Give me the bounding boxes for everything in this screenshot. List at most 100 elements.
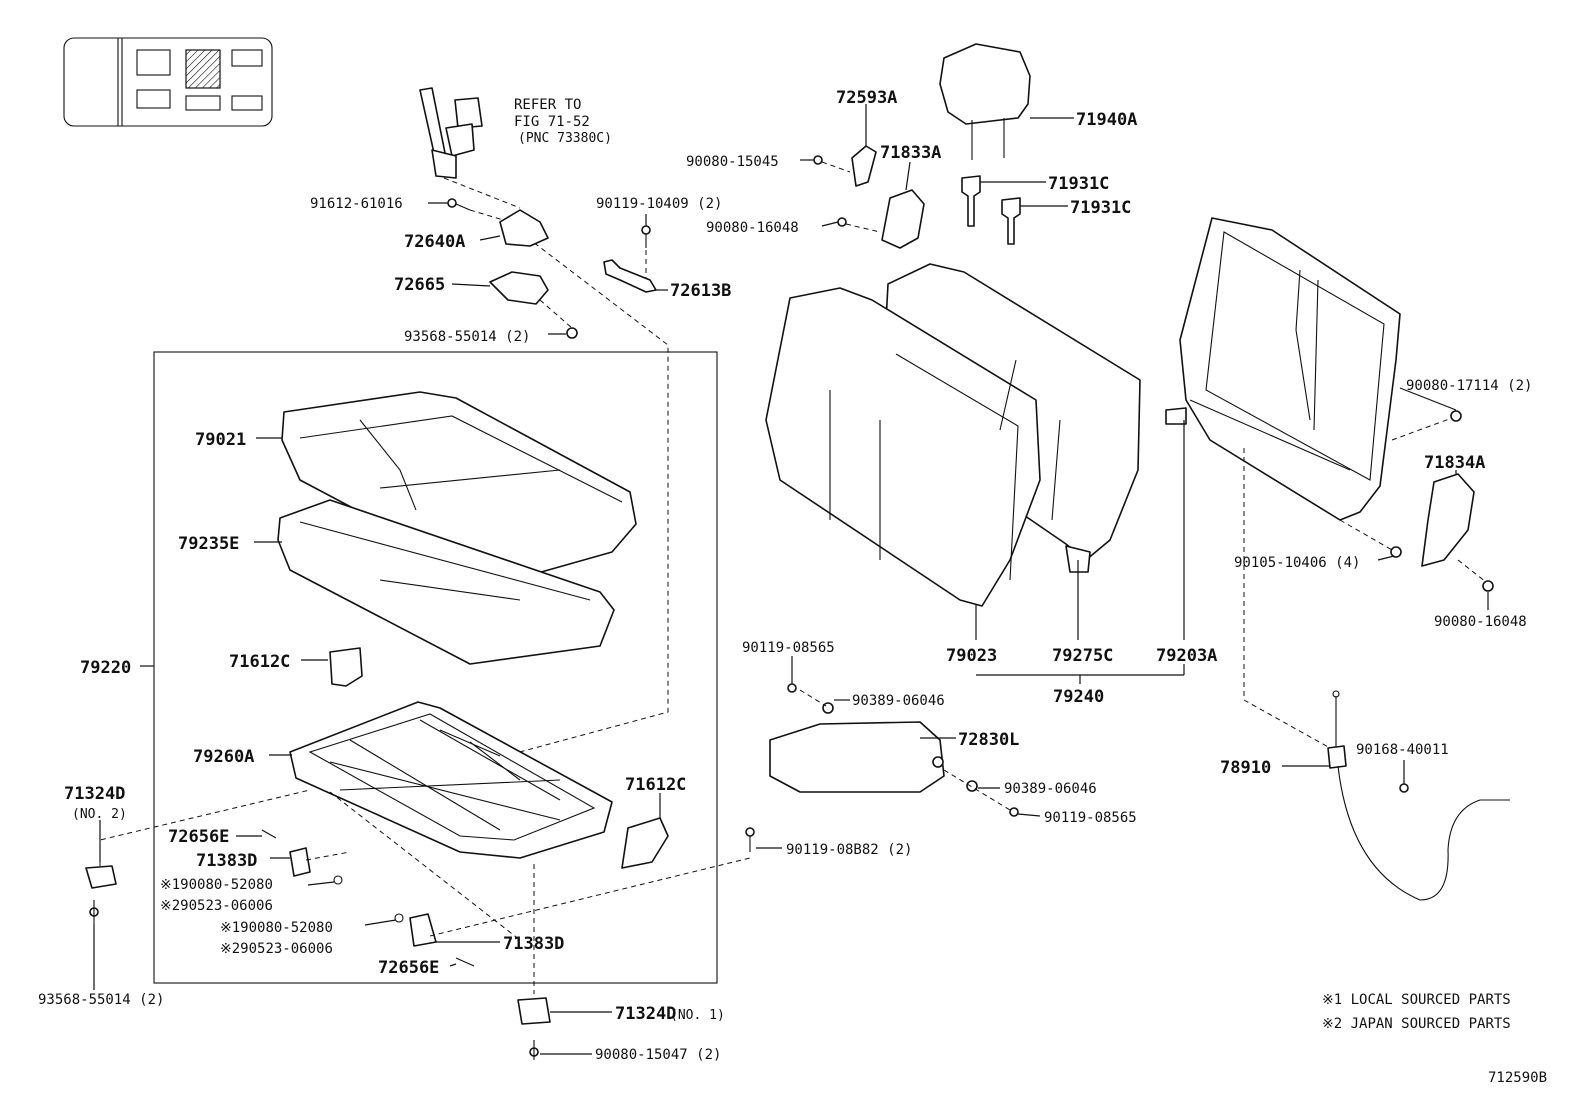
label-90080-16048-lower: 90080-16048 xyxy=(1434,614,1527,630)
label-71833A: 71833A xyxy=(880,143,941,163)
plate-72613B-drawing xyxy=(603,259,657,293)
label-79021: 79021 xyxy=(195,430,246,450)
screw-90080-15045-icon xyxy=(813,155,823,165)
label-90105: 90105-10406 (4) xyxy=(1234,555,1360,571)
label-71383D-lower: 71383D xyxy=(503,934,564,954)
label-72665: 72665 xyxy=(394,275,445,295)
headrest-71940A-drawing xyxy=(939,43,1031,125)
label-90080-15045: 90080-15045 xyxy=(686,154,779,170)
label-79235E: 79235E xyxy=(178,534,239,554)
label-71324D-no2-note: (NO. 2) xyxy=(72,807,127,822)
label-72656E-lower: 72656E xyxy=(378,958,439,978)
label-72613B: 72613B xyxy=(670,281,731,301)
bolt-90119-08B82-icon xyxy=(745,827,755,852)
screw-90080-16048-lower-icon xyxy=(1482,580,1494,592)
label-93568-upper: 93568-55014 (2) xyxy=(404,329,530,345)
label-90389-lower: 90389-06046 xyxy=(1004,781,1097,797)
refer-note-line1: REFER TO xyxy=(514,97,581,113)
cover-71612C-upper-drawing xyxy=(329,647,363,687)
label-79240: 79240 xyxy=(1053,687,1104,707)
label-71940A: 71940A xyxy=(1076,110,1137,130)
label-79260A: 79260A xyxy=(193,747,254,767)
seat-cushion-assembly-box xyxy=(153,351,718,984)
label-290523-lower: ※290523-06006 xyxy=(220,941,333,957)
pin-72656E-lower-icon xyxy=(455,957,475,967)
cover-71834A-drawing xyxy=(1421,473,1475,567)
label-190080-upper: ※190080-52080 xyxy=(160,877,273,893)
label-90119-10409: 90119-10409 (2) xyxy=(596,196,722,212)
label-290523-upper: ※290523-06006 xyxy=(160,898,273,914)
clip-190080-upper-icon xyxy=(333,875,343,885)
label-93568-lower: 93568-55014 (2) xyxy=(38,992,164,1008)
refer-note-line2: FIG 71-52 xyxy=(514,114,590,130)
bolt-90119-08565-upper-icon xyxy=(787,683,797,693)
label-90080-17114: 90080-17114 (2) xyxy=(1406,378,1532,394)
label-71612C-lower: 71612C xyxy=(625,775,686,795)
label-190080-lower: ※190080-52080 xyxy=(220,920,333,936)
label-71612C-upper: 71612C xyxy=(229,652,290,672)
bolt-90105-icon xyxy=(1390,546,1402,558)
label-78910: 78910 xyxy=(1220,758,1271,778)
label-90119-08B82: 90119-08B82 (2) xyxy=(786,842,912,858)
refer-note-line3: (PNC 73380C) xyxy=(518,131,612,146)
legend-local-sourced: ※1 LOCAL SOURCED PARTS xyxy=(1322,992,1511,1008)
bolt-91612-icon xyxy=(447,198,471,211)
bolt-90119-08565-lower-icon xyxy=(1009,807,1019,817)
foot-71324D-no1-drawing xyxy=(517,997,551,1025)
cover-71612C-lower-drawing xyxy=(621,817,669,869)
label-79275C: 79275C xyxy=(1052,646,1113,666)
selected-seat-position-icon xyxy=(185,49,221,89)
bolt-93568-lower-icon xyxy=(89,900,99,924)
label-79220: 79220 xyxy=(80,658,131,678)
bolt-93568-top-icon xyxy=(566,327,578,339)
label-79023: 79023 xyxy=(946,646,997,666)
washer-90389-lower-icon xyxy=(966,780,978,792)
label-71324D-no2: 71324D xyxy=(64,784,125,804)
cover-71833A-drawing xyxy=(881,189,925,249)
bolt-90119-10409-icon xyxy=(641,225,651,248)
screw-90168-icon xyxy=(1399,783,1409,793)
label-71931C-upper: 71931C xyxy=(1048,174,1109,194)
bracket-71383D-upper-drawing xyxy=(289,847,311,877)
label-90168: 90168-40011 xyxy=(1356,742,1449,758)
legend-japan-sourced: ※2 JAPAN SOURCED PARTS xyxy=(1322,1016,1511,1032)
cushion-pad-79235E-drawing xyxy=(277,499,615,665)
label-71324D-no1: 71324D xyxy=(615,1004,676,1024)
label-79203A: 79203A xyxy=(1156,646,1217,666)
cushion-cover-79021-drawing xyxy=(281,391,637,579)
label-71324D-no1-note: (NO. 1) xyxy=(670,1008,725,1023)
label-90080-16048-upper: 90080-16048 xyxy=(706,220,799,236)
label-90119-08565-lower: 90119-08565 xyxy=(1044,810,1137,826)
armrest-72830L-drawing xyxy=(769,721,945,793)
bracket-72640A-drawing xyxy=(499,209,549,247)
bolt-90080-15047-icon xyxy=(529,1040,539,1060)
seat-location-key xyxy=(63,37,273,127)
label-91612: 91612-61016 xyxy=(310,196,403,212)
seatback-frame-79203A-drawing xyxy=(1179,217,1401,521)
clip-190080-lower-icon xyxy=(394,913,404,923)
cover-72593A-drawing xyxy=(851,145,877,187)
headrest-guide-71931C-lower-drawing xyxy=(1001,197,1021,245)
bracket-71383D-lower-drawing xyxy=(409,913,437,947)
label-72656E-upper: 72656E xyxy=(168,827,229,847)
label-72830L: 72830L xyxy=(958,730,1019,750)
label-90119-08565-upper: 90119-08565 xyxy=(742,640,835,656)
label-72593A: 72593A xyxy=(836,88,897,108)
headrest-guide-71931C-upper-drawing xyxy=(961,175,981,227)
seatback-79023-drawing xyxy=(765,287,1041,607)
seat-belt-drawing xyxy=(419,87,483,179)
label-71834A: 71834A xyxy=(1424,453,1485,473)
bracket-72665-drawing xyxy=(489,271,549,305)
figure-id: 712590B xyxy=(1488,1070,1547,1086)
label-71383D-upper: 71383D xyxy=(196,851,257,871)
screw-90080-16048-upper-icon xyxy=(837,217,847,227)
cable-holder-78910-drawing xyxy=(1327,745,1347,769)
seat-frame-79260A-drawing xyxy=(289,701,613,859)
foot-71324D-no2-drawing xyxy=(85,865,117,889)
label-90080-15047: 90080-15047 (2) xyxy=(595,1047,721,1063)
release-cable-78910-drawing xyxy=(1337,765,1510,901)
label-90389-upper: 90389-06046 xyxy=(852,693,945,709)
label-72640A: 72640A xyxy=(404,232,465,252)
